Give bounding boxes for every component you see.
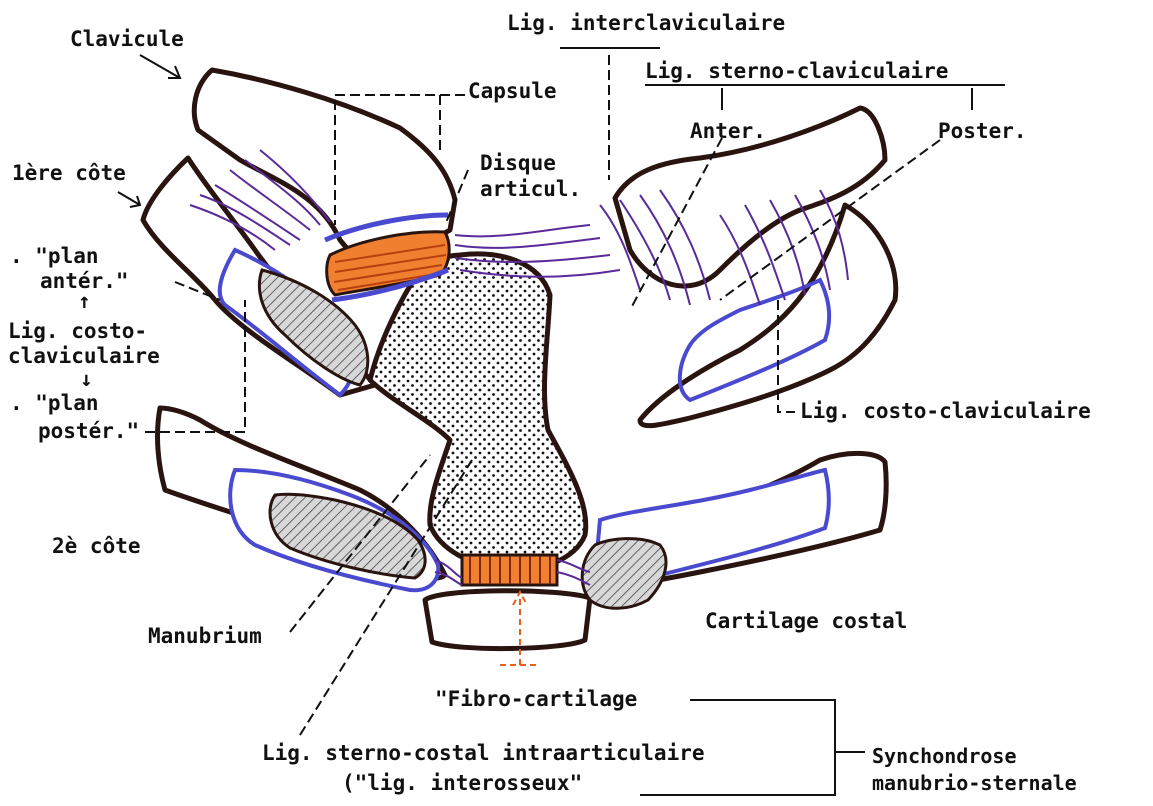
label-lig-interclaviculaire: Lig. interclaviculaire <box>507 12 785 34</box>
label-plan-poster-2: postér." <box>38 420 139 442</box>
label-lig-interosseux: ("lig. interosseux" <box>342 772 582 794</box>
clavicule-arrow <box>140 55 180 78</box>
label-plan-anter-1: . "plan <box>10 245 99 267</box>
label-disque-1: Disque <box>480 152 556 174</box>
label-lig-costo-2: claviculaire <box>8 345 160 367</box>
label-fibro-cartilage: "Fibro-cartilage <box>435 688 637 710</box>
label-plan-poster-1: . "plan <box>10 392 99 414</box>
label-synchondrose-2: manubrio-sternale <box>872 772 1077 794</box>
label-lig-costo-claviculaire-right: Lig. costo-claviculaire <box>800 400 1091 422</box>
label-arrow-down: ↓ <box>80 368 93 390</box>
sterno-clav-bar <box>645 85 1005 110</box>
label-manubrium: Manubrium <box>148 625 262 647</box>
label-capsule: Capsule <box>468 80 557 102</box>
left-second-hatch <box>270 494 425 578</box>
label-clavicule: Clavicule <box>70 28 184 50</box>
label-arrow-up: ↑ <box>78 290 91 312</box>
label-lig-sterno-costal: Lig. sterno-costal intraarticulaire <box>262 742 705 764</box>
label-deuxieme-cote: 2è côte <box>52 535 141 557</box>
cote-arrow <box>118 192 140 207</box>
label-lig-costo-1: Lig. costo- <box>8 320 147 342</box>
label-lig-sterno-claviculaire: Lig. sterno-claviculaire <box>645 60 948 82</box>
label-disque-2: articul. <box>480 178 581 200</box>
label-cartilage-costal: Cartilage costal <box>705 610 907 632</box>
label-anter: Anter. <box>690 120 766 142</box>
label-premiere-cote: 1ère côte <box>12 162 126 184</box>
sternum-body <box>425 591 590 649</box>
right-second-hatch <box>582 539 666 609</box>
label-poster: Poster. <box>938 120 1027 142</box>
label-synchondrose-1: Synchondrose <box>872 745 1017 767</box>
